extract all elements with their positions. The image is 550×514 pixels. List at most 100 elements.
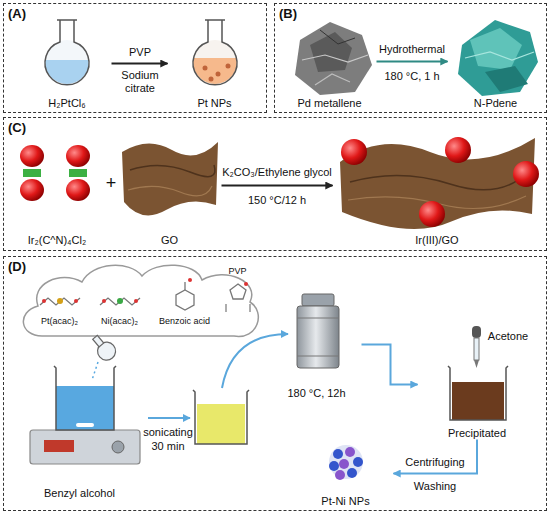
- pd-metallene-sheet: [302, 55, 368, 62]
- component-label: 180 °C, 12h: [287, 387, 345, 400]
- pour-stream: [92, 362, 98, 380]
- molecule-structure: [184, 282, 185, 290]
- beaker: [56, 386, 114, 430]
- molecule-structure: [188, 278, 192, 282]
- annotation: 30 min: [151, 440, 184, 453]
- autoclave: [297, 356, 339, 357]
- iridium-dimer: [20, 179, 44, 201]
- panel-frame: (B)Pd metalleneN-Pdene: [274, 3, 547, 113]
- graphene-oxide-sheet: [122, 142, 218, 215]
- molecule-structure: [117, 298, 123, 304]
- round-flask: [209, 77, 214, 82]
- hot-plate-stirrer: [30, 430, 140, 464]
- ir-go-composite: [513, 161, 539, 187]
- round-flask: [193, 20, 237, 85]
- dropper: [474, 338, 479, 360]
- nanoparticle-cluster: [345, 447, 355, 457]
- component-label: H₂PtCl₆: [48, 97, 85, 110]
- reagent-name: Pt(acac)₂: [41, 316, 78, 326]
- beaker: [193, 390, 249, 444]
- dropper: [472, 326, 481, 368]
- reagent-name: Ni(acac)₂: [101, 316, 138, 326]
- component-box: Pd metallene: [285, 14, 375, 110]
- component-box: Pt-Ni NPs: [300, 440, 392, 508]
- molecule-structure: [176, 290, 194, 310]
- molecule-structure: [40, 298, 80, 305]
- beaker: [197, 404, 245, 444]
- annotation: Washing: [414, 480, 456, 493]
- process-arrow: [222, 334, 288, 388]
- component-box: Benzyl alcohol: [15, 350, 145, 500]
- molecule-structure: [57, 298, 63, 304]
- ir-go-composite: [445, 137, 471, 163]
- nanoparticle-cluster: [329, 445, 363, 479]
- molecule-structure: [42, 299, 46, 303]
- beaker: [448, 366, 508, 420]
- graphene-oxide-sheet: [122, 142, 218, 215]
- round-flask: [205, 19, 225, 21]
- component-box: Precipitated: [420, 330, 535, 440]
- ir-go-composite: [341, 139, 367, 165]
- component-label: Ir(III)/GO: [415, 234, 458, 247]
- component-label: Ir₂(C^N)₄Cl₂: [28, 234, 87, 247]
- round-flask: [57, 19, 77, 21]
- dropper: [474, 360, 479, 368]
- reagent-name: Benzoic acid: [159, 316, 210, 326]
- n-pdene-sheet: [458, 20, 538, 96]
- graphene-oxide-sheet: [128, 186, 212, 196]
- panel-tag: (D): [8, 259, 26, 274]
- pd-metallene-sheet: [295, 22, 372, 95]
- iridium-dimer: [69, 169, 87, 177]
- panel-tag: (B): [279, 6, 297, 21]
- reagent-cloud: [23, 265, 258, 336]
- panel-tag: (C): [8, 120, 26, 135]
- round-flask: [226, 64, 231, 69]
- molecule-structure: [244, 282, 248, 286]
- ir-go-composite: [340, 138, 535, 229]
- molecule-structure: [102, 299, 106, 303]
- reagent-cloud: [23, 265, 258, 336]
- iridium-dimer: [20, 145, 90, 201]
- round-flask: [188, 20, 248, 90]
- ir-go-composite: [419, 201, 445, 227]
- beaker: [452, 382, 504, 420]
- component-label: Pt-Ni NPs: [321, 495, 369, 508]
- condition-label: PVP: [129, 46, 151, 59]
- beaker: [76, 423, 94, 427]
- process-arrow: [377, 61, 448, 63]
- process-arrow: [222, 185, 333, 187]
- molecule-structure: [134, 299, 138, 303]
- iridium-dimer: [66, 179, 90, 201]
- annotation: Acetone: [488, 330, 528, 343]
- component-box: Pt NPs: [170, 18, 260, 110]
- round-flask: [40, 20, 100, 90]
- beaker: [54, 366, 116, 430]
- round-flask: [45, 20, 89, 85]
- nanoparticle-cluster: [353, 457, 363, 467]
- component-box: GO: [120, 125, 220, 247]
- panel-frame: (C) Ir₂(C^N)₄Cl₂ GO Ir(III)/GO: [3, 117, 547, 251]
- iridium-dimer: [23, 169, 41, 177]
- condition-label: K₂CO₃/Ethylene glycol: [222, 166, 332, 179]
- process-arrow: [394, 440, 478, 474]
- beaker: [54, 366, 116, 430]
- beaker: [193, 390, 249, 444]
- annotation: sonicating: [143, 426, 193, 439]
- pd-metallene-sheet: [295, 22, 372, 95]
- iridium-dimer: [20, 145, 44, 167]
- annotation: +: [106, 173, 117, 194]
- component-box: H₂PtCl₆: [25, 18, 110, 110]
- dropper: [472, 326, 481, 338]
- component-label: Pd metallene: [297, 97, 361, 110]
- reagent-flask: [88, 331, 119, 363]
- component-label: Benzyl alcohol: [44, 487, 115, 500]
- ir-go-composite: [350, 172, 528, 190]
- molecule-structure: [40, 278, 250, 312]
- process-arrow: [148, 417, 190, 419]
- nanoparticle-cluster: [329, 461, 339, 471]
- molecule-structure: [226, 304, 250, 312]
- molecule-structure: [230, 284, 246, 299]
- nanoparticle-cluster: [339, 459, 349, 469]
- annotation: Sodium citrate: [115, 69, 165, 94]
